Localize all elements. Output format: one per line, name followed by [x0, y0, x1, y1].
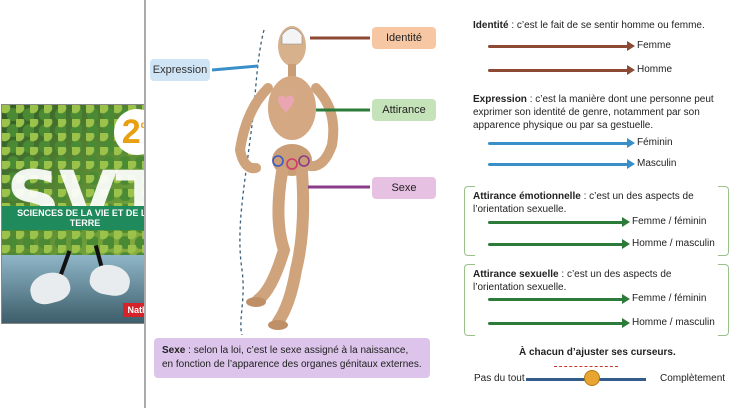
- heart-icon: [278, 95, 294, 114]
- expression-dashed-outline: [239, 29, 265, 336]
- slider-femme: [488, 41, 635, 51]
- bracket-left: [464, 186, 475, 256]
- male-symbol-icon: [272, 155, 284, 167]
- attirance-emo-term: Attirance émotionnelle: [473, 191, 581, 202]
- expression-term: Expression: [473, 94, 527, 105]
- slider-feminin: [488, 138, 635, 148]
- slider-label-homme: Homme: [637, 64, 673, 75]
- mannequin-torso: [268, 76, 316, 140]
- footer-title: À chacun d’ajuster ses curseurs.: [519, 347, 676, 358]
- slider-sex-homme: [488, 318, 630, 328]
- intersex-symbol-icon: [298, 155, 310, 167]
- identite-text: : c’est le fait de se sentir homme ou fe…: [508, 20, 705, 31]
- bracket-right: [718, 186, 729, 256]
- textbook-page: Identité Attirance Sexe Expression Sexe …: [144, 0, 750, 408]
- identite-definition: Identité : c’est le fait de se sentir ho…: [473, 19, 743, 32]
- expression-text: : c’est la manière dont une personne peu…: [473, 94, 714, 131]
- slider-label-emo-homme: Homme / masculin: [632, 238, 715, 249]
- footer-left-label: Pas du tout: [474, 373, 525, 384]
- slider-label-sex-homme: Homme / masculin: [632, 317, 715, 328]
- grade-number: 2: [121, 113, 141, 151]
- slider-homme: [488, 65, 635, 75]
- slider-emo-homme: [488, 239, 630, 249]
- expression-definition: Expression : c’est la manière dont une p…: [473, 93, 723, 132]
- footer-dashed-arrow: [554, 366, 618, 367]
- label-attirance: Attirance: [372, 99, 436, 121]
- slider-masculin: [488, 159, 635, 169]
- sexe-text: : selon la loi, c’est le sexe assigné à …: [162, 345, 422, 370]
- sexe-term: Sexe: [162, 345, 186, 356]
- attirance-sex-text: : c’est un des aspects de l’orientation …: [473, 269, 672, 293]
- label-expression: Expression: [150, 59, 210, 81]
- bracket-right: [718, 264, 729, 336]
- identite-term: Identité: [473, 20, 509, 31]
- slider-label-feminin: Féminin: [637, 137, 673, 148]
- attirance-emo-text: : c’est un des aspects de l’orientation …: [473, 191, 694, 215]
- slider-label-masculin: Masculin: [637, 158, 677, 169]
- sexe-definition-box: Sexe : selon la loi, c’est le sexe assig…: [154, 338, 430, 378]
- attirance-sex-term: Attirance sexuelle: [473, 269, 559, 280]
- female-symbol-icon: [286, 158, 298, 170]
- slider-label-femme: Femme: [637, 40, 671, 51]
- attirance-emo-definition: Attirance émotionnelle : c’est un des as…: [473, 190, 713, 216]
- cover-subtitle: SCIENCES DE LA VIE ET DE LA TERRE: [2, 206, 168, 230]
- label-sexe: Sexe: [372, 177, 436, 199]
- bracket-left: [464, 264, 475, 336]
- slider-label-emo-femme: Femme / féminin: [632, 216, 707, 227]
- slider-label-sex-femme: Femme / féminin: [632, 293, 707, 304]
- attirance-sex-definition: Attirance sexuelle : c’est un des aspect…: [473, 268, 713, 294]
- slider-emo-femme: [488, 217, 630, 227]
- expression-leader: [211, 64, 259, 72]
- slider-sex-femme: [488, 294, 630, 304]
- footer-right-label: Complètement: [660, 373, 726, 384]
- mannequin-illustration: [211, 26, 370, 336]
- footer-slider-knob: [584, 370, 600, 386]
- brain-icon: [281, 28, 303, 45]
- label-identite: Identité: [372, 27, 436, 49]
